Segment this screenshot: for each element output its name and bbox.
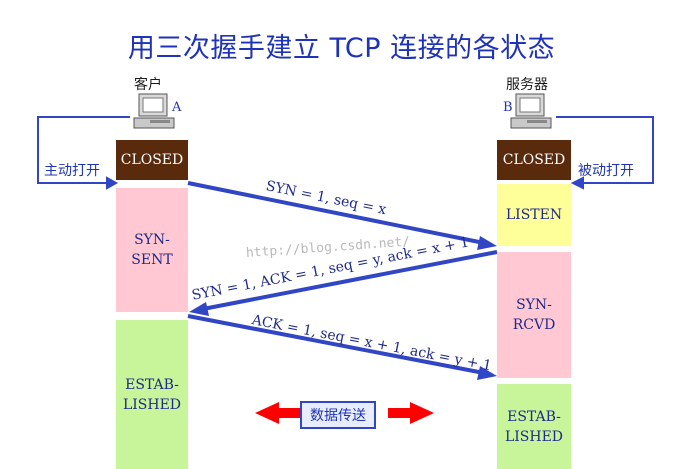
syn-arrow (187, 181, 497, 250)
server-state-syn-rcvd: SYN- RCVD (497, 252, 571, 378)
syn-ack-arrow (189, 250, 498, 316)
client-computer-icon (133, 93, 175, 129)
server-state-established: ESTAB- LISHED (497, 384, 571, 469)
server-passive-open-arrow (556, 116, 654, 190)
server-letter: B (503, 100, 513, 115)
client-active-open-arrow (37, 116, 130, 190)
client-state-established: ESTAB- LISHED (116, 320, 188, 469)
client-letter: A (172, 100, 182, 115)
server-passive-open-label: 被动打开 (578, 163, 634, 179)
server-label: 服务器 (506, 77, 548, 93)
diagram-title: 用三次握手建立 TCP 连接的各状态 (127, 33, 556, 64)
data-transfer-arrow (255, 402, 434, 424)
client-active-open-label: 主动打开 (44, 163, 100, 179)
ack-arrow (187, 314, 497, 380)
server-state-closed: CLOSED (497, 140, 571, 180)
client-state-syn-sent: SYN- SENT (116, 188, 188, 312)
client-state-closed: CLOSED (116, 140, 188, 180)
server-computer-icon (510, 93, 552, 129)
client-label: 客户 (134, 77, 162, 93)
data-transfer-label: 数据传送 (300, 401, 376, 429)
server-state-listen: LISTEN (497, 184, 571, 246)
